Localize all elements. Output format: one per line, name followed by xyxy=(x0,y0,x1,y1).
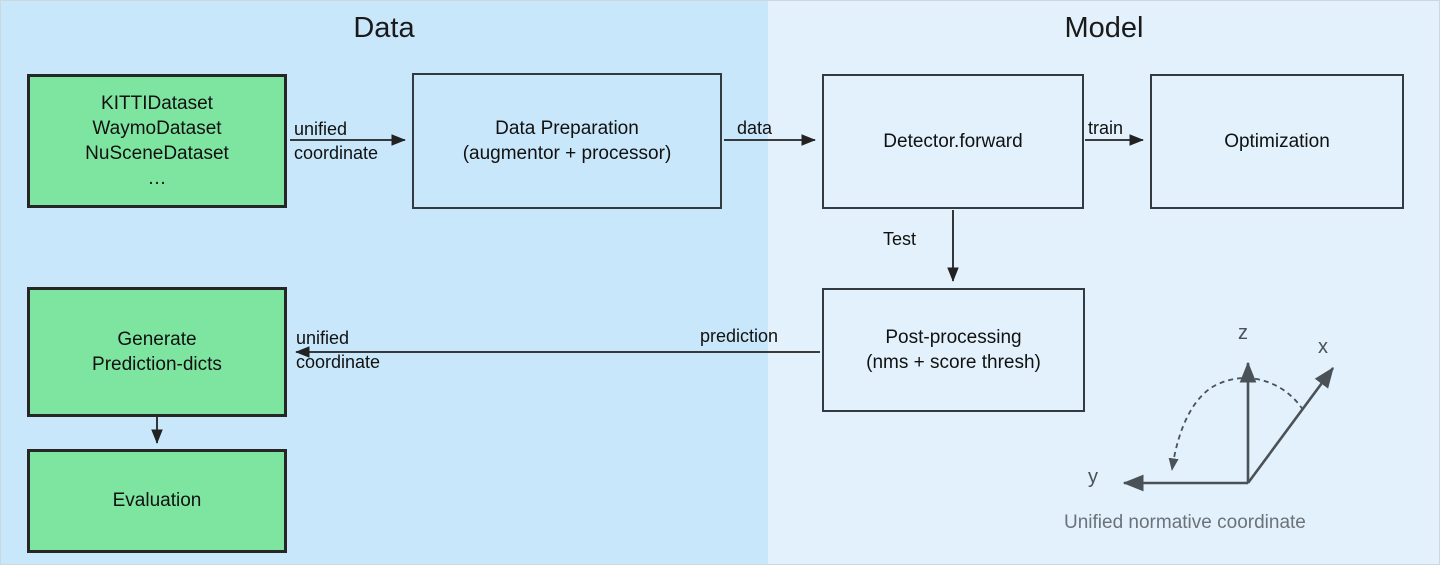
edge-label-unified-bottom-line-1: unified xyxy=(296,328,350,348)
generate-prediction-dicts-line-1: Generate xyxy=(117,328,197,350)
detector-forward-label: Detector.forward xyxy=(883,130,1023,152)
axis-label-y: y xyxy=(1088,466,1098,488)
node-evaluation[interactable]: Evaluation xyxy=(27,449,287,553)
datasets-line-2: WaymoDataset xyxy=(92,117,222,139)
datasets-line-1: KITTIDataset xyxy=(101,92,213,114)
panel-title-model: Model xyxy=(1064,12,1144,44)
coordinate-figure-caption: Unified normative coordinate xyxy=(1064,512,1306,533)
data-preparation-line-2: (augmentor + processor) xyxy=(462,143,672,164)
datasets-line-4: … xyxy=(147,168,167,190)
edge-label-unified-bottom-line-2: coordinate xyxy=(296,352,381,373)
generate-prediction-dicts-line-2: Prediction-dicts xyxy=(92,354,222,375)
node-post-processing[interactable]: Post-processing (nms + score thresh) xyxy=(822,288,1085,412)
data-preparation-line-1: Data Preparation xyxy=(495,117,639,139)
datasets-line-3: NuSceneDataset xyxy=(85,143,229,164)
node-detector-forward[interactable]: Detector.forward xyxy=(822,74,1084,209)
edge-label-test: Test xyxy=(883,229,917,249)
node-data-preparation[interactable]: Data Preparation (augmentor + processor) xyxy=(412,73,722,209)
node-optimization[interactable]: Optimization xyxy=(1150,74,1404,209)
panel-title-data: Data xyxy=(353,12,415,44)
edge-label-unified-coordinate-bottom: unified coordinate xyxy=(296,326,380,375)
edge-label-unified-coordinate-top: unified coordinate xyxy=(294,117,378,166)
edge-label-unified-top-line-2: coordinate xyxy=(294,143,379,164)
post-processing-line-2: (nms + score thresh) xyxy=(866,352,1041,373)
edge-label-data: data xyxy=(737,118,773,138)
optimization-label: Optimization xyxy=(1224,130,1330,152)
axis-label-x: x xyxy=(1318,336,1328,358)
edge-label-unified-top-line-1: unified xyxy=(294,119,348,139)
node-datasets[interactable]: KITTIDataset WaymoDataset NuSceneDataset… xyxy=(27,74,287,208)
post-processing-line-1: Post-processing xyxy=(885,326,1022,348)
axis-label-z: z xyxy=(1238,322,1248,344)
node-generate-prediction-dicts[interactable]: Generate Prediction-dicts xyxy=(27,287,287,417)
edge-label-train: train xyxy=(1088,118,1124,138)
edge-label-prediction: prediction xyxy=(700,326,779,346)
evaluation-label: Evaluation xyxy=(112,490,202,512)
